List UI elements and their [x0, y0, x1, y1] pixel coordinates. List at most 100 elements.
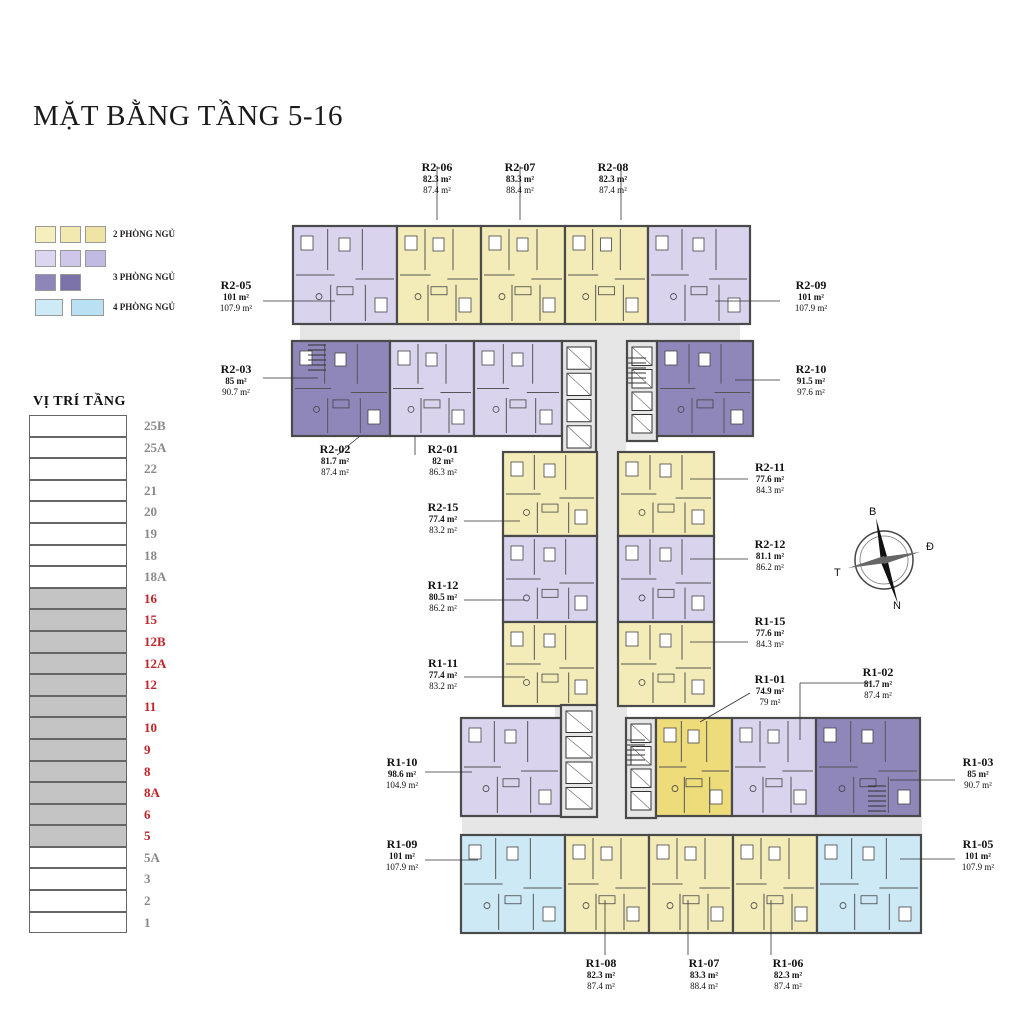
unit-area-gross: 83.2 m²	[429, 525, 457, 535]
bed	[488, 235, 502, 251]
floor-box[interactable]	[29, 522, 127, 545]
floor-box[interactable]	[29, 415, 127, 437]
floor-label: 8A	[144, 785, 160, 801]
bed	[663, 727, 677, 743]
floor-box[interactable]	[29, 911, 127, 934]
bed	[824, 844, 838, 860]
bed	[468, 844, 482, 860]
leader-line	[699, 692, 751, 723]
bed	[684, 846, 697, 861]
table	[696, 399, 714, 409]
floor-box[interactable]	[29, 501, 127, 523]
floor-box[interactable]	[29, 436, 127, 459]
unit-area-net: 74.9 m²	[755, 686, 785, 696]
table	[514, 286, 532, 296]
stair	[628, 357, 646, 384]
floor-box[interactable]	[29, 544, 127, 567]
floor-box[interactable]	[29, 566, 127, 588]
floor-box[interactable]	[29, 479, 127, 502]
floor-box[interactable]	[29, 609, 127, 631]
unit-id: R1-06	[772, 956, 804, 970]
legend-swatch-3br-a	[35, 250, 56, 267]
unit-id: R1-10	[386, 755, 418, 769]
floor-box[interactable]	[29, 630, 127, 653]
unit-area-net: 101 m²	[389, 851, 415, 861]
stair	[627, 739, 645, 766]
unit-r1-11	[501, 620, 599, 708]
floor-box[interactable]	[29, 717, 127, 739]
floor-box[interactable]	[29, 695, 127, 718]
fixture	[638, 509, 646, 516]
unit-area-gross: 107.9 m²	[961, 862, 995, 872]
floor-box[interactable]	[29, 738, 127, 761]
unit-id: R1-03	[962, 755, 994, 769]
unit-r2-09	[646, 224, 752, 326]
floor-box[interactable]	[29, 890, 127, 912]
fixture	[671, 785, 679, 792]
table	[766, 895, 784, 905]
bed	[691, 509, 705, 525]
unit-area-gross: 97.6 m²	[797, 387, 825, 397]
unit-area-net: 81.7 m²	[320, 456, 350, 466]
elevator-cross	[566, 346, 592, 370]
fixture	[638, 594, 646, 602]
floor-label: 18	[144, 547, 157, 563]
bed	[506, 846, 519, 861]
elevator-cross	[631, 414, 653, 434]
floor-box[interactable]	[29, 868, 127, 891]
unit-id: R1-05	[962, 837, 994, 851]
bed	[656, 844, 670, 860]
bed	[574, 509, 588, 525]
fixture	[749, 785, 757, 792]
unit-r1-07	[647, 833, 735, 935]
bed	[511, 352, 524, 367]
bed	[727, 297, 741, 313]
unit-id: R2-12	[754, 537, 786, 551]
bed	[664, 350, 678, 366]
legend-label-3br: 3 PHÒNG NGỦ	[113, 272, 175, 282]
table	[657, 503, 675, 513]
floor-box[interactable]	[29, 458, 127, 480]
floor-box[interactable]	[29, 803, 127, 826]
unit-area-net: 101 m²	[965, 851, 991, 861]
bed	[543, 633, 556, 648]
floor-box[interactable]	[29, 674, 127, 696]
legend-swatch-3br-c	[85, 250, 106, 267]
floor-box[interactable]	[29, 760, 127, 783]
floor-box[interactable]	[29, 825, 127, 847]
floor-box[interactable]	[29, 782, 127, 804]
unit-area-net: 85 m²	[225, 376, 247, 386]
floor-box[interactable]	[29, 846, 127, 869]
floor-label: 19	[144, 525, 157, 541]
floor-box[interactable]	[29, 587, 127, 610]
unit-id: R1-07	[688, 956, 720, 970]
bed	[572, 235, 586, 251]
floor-box[interactable]	[29, 652, 127, 675]
unit-id: R1-12	[427, 578, 459, 592]
unit-r2-02	[388, 339, 476, 438]
